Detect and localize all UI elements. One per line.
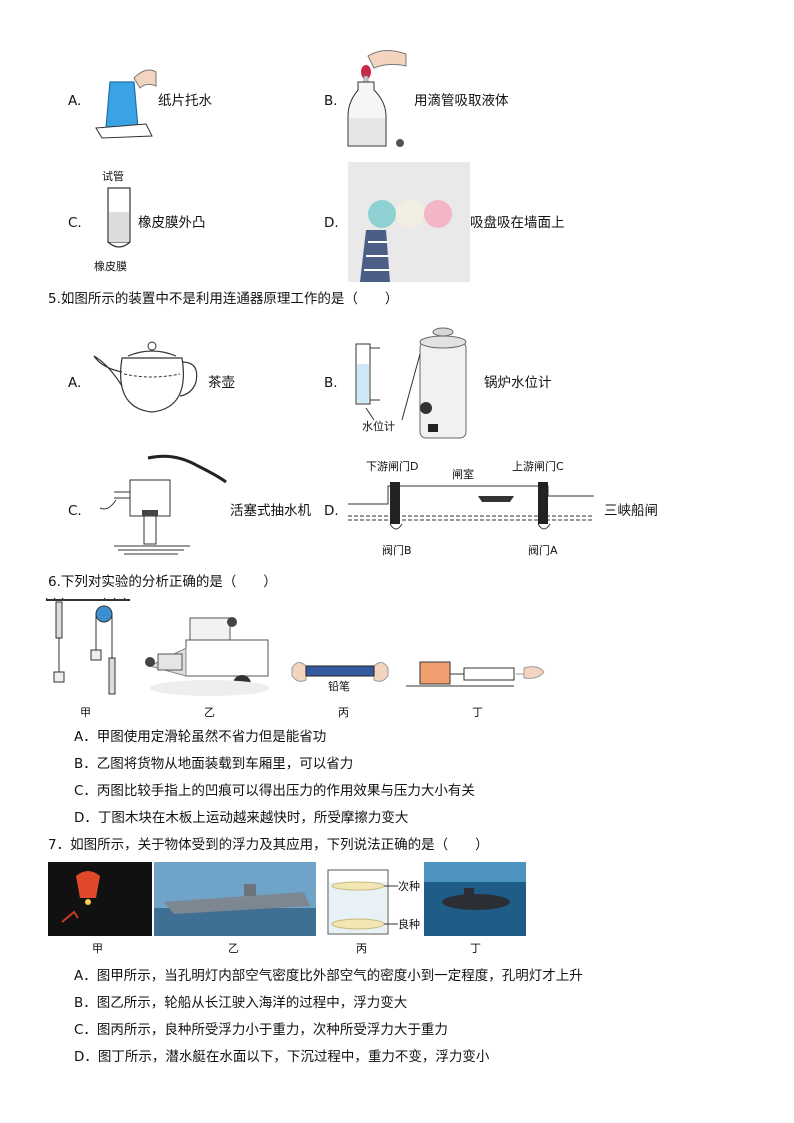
- membrane-label: 橡皮膜: [94, 260, 127, 273]
- q7-fig-label-ding: 丁: [470, 942, 481, 955]
- boiler-gauge-illustration: [355, 327, 467, 439]
- q4-option-c-label: 橡皮膜外凸: [138, 215, 206, 231]
- q5-option-a-letter: A.: [68, 375, 82, 391]
- q5-option-b-label: 锅炉水位计: [484, 375, 552, 391]
- q4-option-c-letter: C.: [68, 215, 82, 231]
- downstream-gate-label: 下游闸门D: [366, 460, 419, 473]
- ship-lock-illustration: [348, 482, 594, 530]
- q7-option-a: A．图甲所示，当孔明灯内部空气密度比外部空气的密度小到一定程度，孔明灯才上升: [74, 968, 583, 984]
- dropper-bottle-illustration: [347, 50, 407, 147]
- sky-lantern-photo: [48, 862, 152, 936]
- good-seed-label: 良种: [398, 918, 420, 931]
- q5-option-d-letter: D.: [324, 503, 339, 519]
- q6-stem: 6.下列对实验的分析正确的是（ ）: [48, 574, 277, 590]
- q7-fig-label-jia: 甲: [92, 942, 103, 955]
- pulley-diagram-jia: [45, 597, 130, 695]
- q4-option-b-label: 用滴管吸取液体: [414, 93, 509, 109]
- q4-option-a-label: 纸片托水: [158, 93, 212, 109]
- q4-option-a-letter: A.: [68, 93, 82, 109]
- q7-option-d: D．图丁所示，潜水艇在水面以下，下沉过程中，重力不变，浮力变小: [74, 1049, 490, 1065]
- q7-option-c: C．图丙所示，良种所受浮力小于重力，次种所受浮力大于重力: [74, 1022, 448, 1038]
- q5-option-b-letter: B.: [324, 375, 338, 391]
- aircraft-carrier-photo: [154, 862, 316, 936]
- q5-option-a-label: 茶壶: [208, 375, 235, 391]
- suction-cup-photo: [348, 162, 470, 282]
- q7-fig-label-yi: 乙: [228, 942, 239, 955]
- q6-option-d: D．丁图木块在木板上运动越来越快时，所受摩擦力变大: [74, 810, 409, 826]
- upstream-gate-label: 上游闸门C: [512, 460, 564, 473]
- q7-fig-label-bing: 丙: [356, 942, 367, 955]
- q6-option-c: C．丙图比较手指上的凹痕可以得出压力的作用效果与压力大小有关: [74, 783, 475, 799]
- q6-fig-label-jia: 甲: [80, 706, 91, 719]
- q4-option-b-letter: B.: [324, 93, 338, 109]
- water-gauge-label: 水位计: [362, 420, 395, 433]
- cup-paper-illustration: [95, 69, 157, 139]
- valve-a-label: 阀门A: [528, 544, 558, 557]
- q6-fig-label-ding: 丁: [472, 706, 483, 719]
- q6-fig-label-yi: 乙: [204, 706, 215, 719]
- q6-option-a: A．甲图使用定滑轮虽然不省力但是能省功: [74, 729, 327, 745]
- submarine-photo: [424, 862, 526, 936]
- q5-option-c-letter: C.: [68, 503, 82, 519]
- seed-beaker-illustration: [327, 869, 398, 935]
- test-tube-label: 试管: [102, 170, 124, 183]
- q5-stem: 5.如图所示的装置中不是利用连通器原理工作的是（ ）: [48, 291, 399, 307]
- q7-option-b: B．图乙所示，轮船从长江驶入海洋的过程中，浮力变大: [74, 995, 408, 1011]
- teapot-illustration: [93, 341, 198, 413]
- q5-option-d-label: 三峡船闸: [604, 503, 658, 519]
- pencil-press-illustration-bing: [291, 662, 389, 682]
- piston-pump-illustration: [99, 454, 227, 555]
- q6-option-b: B．乙图将货物从地面装载到车厢里，可以省力: [74, 756, 354, 772]
- q6-fig-label-bing: 丙: [338, 706, 349, 719]
- q5-option-c-label: 活塞式抽水机: [230, 503, 311, 519]
- lock-chamber-label: 闸室: [452, 468, 474, 481]
- pencil-label: 铅笔: [328, 680, 350, 693]
- q4-option-d-label: 吸盘吸在墙面上: [470, 215, 565, 231]
- truck-loading-illustration-yi: [145, 617, 270, 696]
- friction-block-illustration-ding: [406, 661, 545, 687]
- test-tube-illustration: [107, 187, 131, 248]
- poor-seed-label: 次种: [398, 880, 420, 893]
- valve-b-label: 阀门B: [382, 544, 412, 557]
- q4-option-d-letter: D.: [324, 215, 339, 231]
- q7-stem: 7．如图所示，关于物体受到的浮力及其应用，下列说法正确的是（ ）: [48, 837, 489, 853]
